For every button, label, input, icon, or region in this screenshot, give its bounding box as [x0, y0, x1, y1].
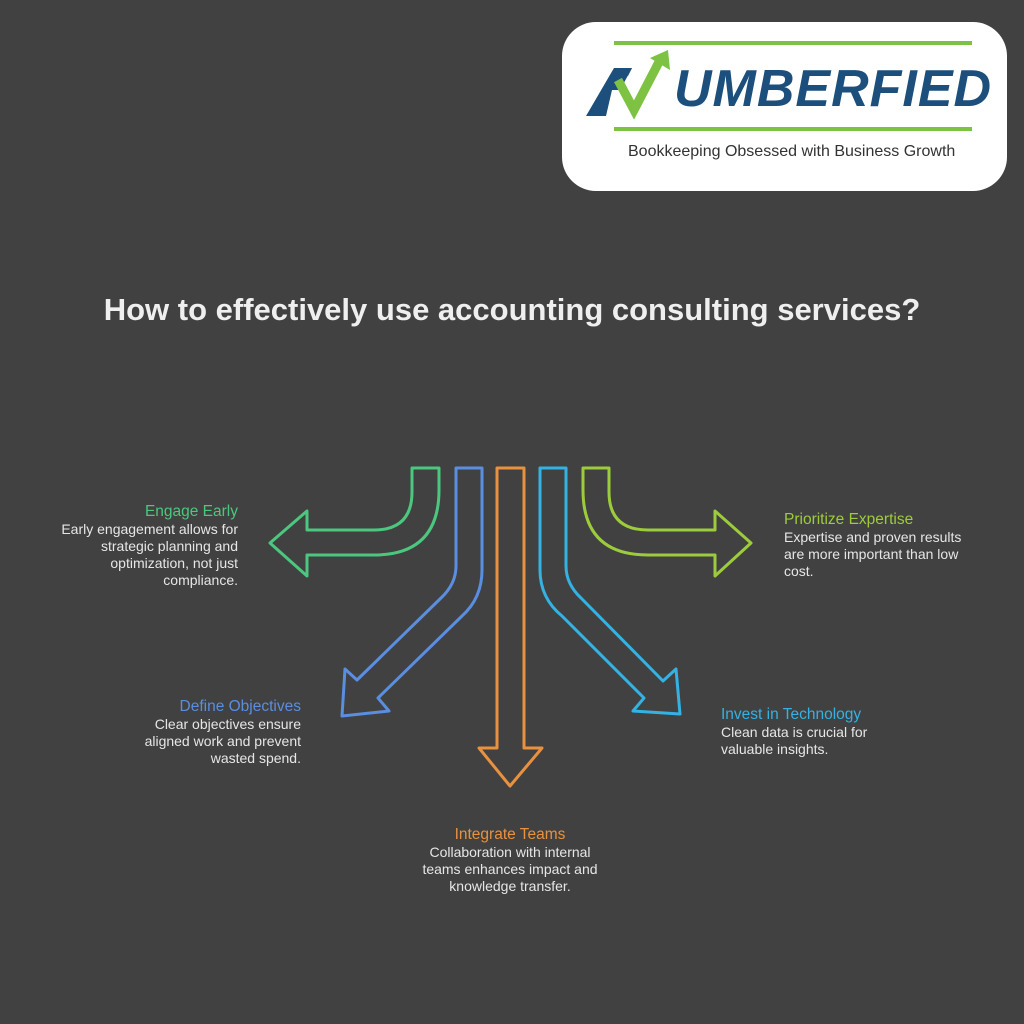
step-heading: Invest in Technology [721, 706, 862, 723]
step-heading: Integrate Teams [454, 826, 566, 843]
step-invest-in-technology: Invest in Technology Clean data is cruci… [721, 706, 901, 758]
step-description: Expertise and proven results are more im… [784, 529, 962, 579]
page-title: How to effectively use accounting consul… [103, 292, 921, 327]
arrow-down-icon [477, 466, 544, 788]
numberfied-logo: UMBERFIED Bookkeeping Obsessed with Busi… [562, 22, 1007, 191]
logo-wordmark: UMBERFIED [674, 60, 993, 118]
step-integrate-teams: Integrate Teams Collaboration with inter… [412, 826, 608, 895]
step-engage-early: Engage Early Early engagement allows for… [40, 503, 238, 589]
step-description: Clear objectives ensure aligned work and… [144, 716, 301, 766]
arrow-down-right-icon [538, 466, 682, 716]
step-heading: Engage Early [144, 503, 238, 520]
growth-arrow-icon [586, 50, 670, 120]
arrow-right-icon [581, 466, 753, 578]
step-prioritize-expertise: Prioritize Expertise Expertise and prove… [784, 511, 984, 580]
logo-top-line [614, 41, 972, 45]
arrow-left-icon [268, 466, 441, 578]
logo-bottom-line [614, 127, 972, 131]
logo-tagline: Bookkeeping Obsessed with Business Growt… [628, 143, 956, 160]
arrow-down-left-icon [340, 466, 484, 718]
step-description: Collaboration with internal teams enhanc… [422, 844, 598, 894]
step-description: Early engagement allows for strategic pl… [61, 521, 238, 588]
step-description: Clean data is crucial for valuable insig… [721, 724, 868, 757]
step-heading: Prioritize Expertise [784, 511, 914, 528]
step-define-objectives: Define Objectives Clear objectives ensur… [120, 698, 301, 767]
step-heading: Define Objectives [179, 698, 301, 715]
